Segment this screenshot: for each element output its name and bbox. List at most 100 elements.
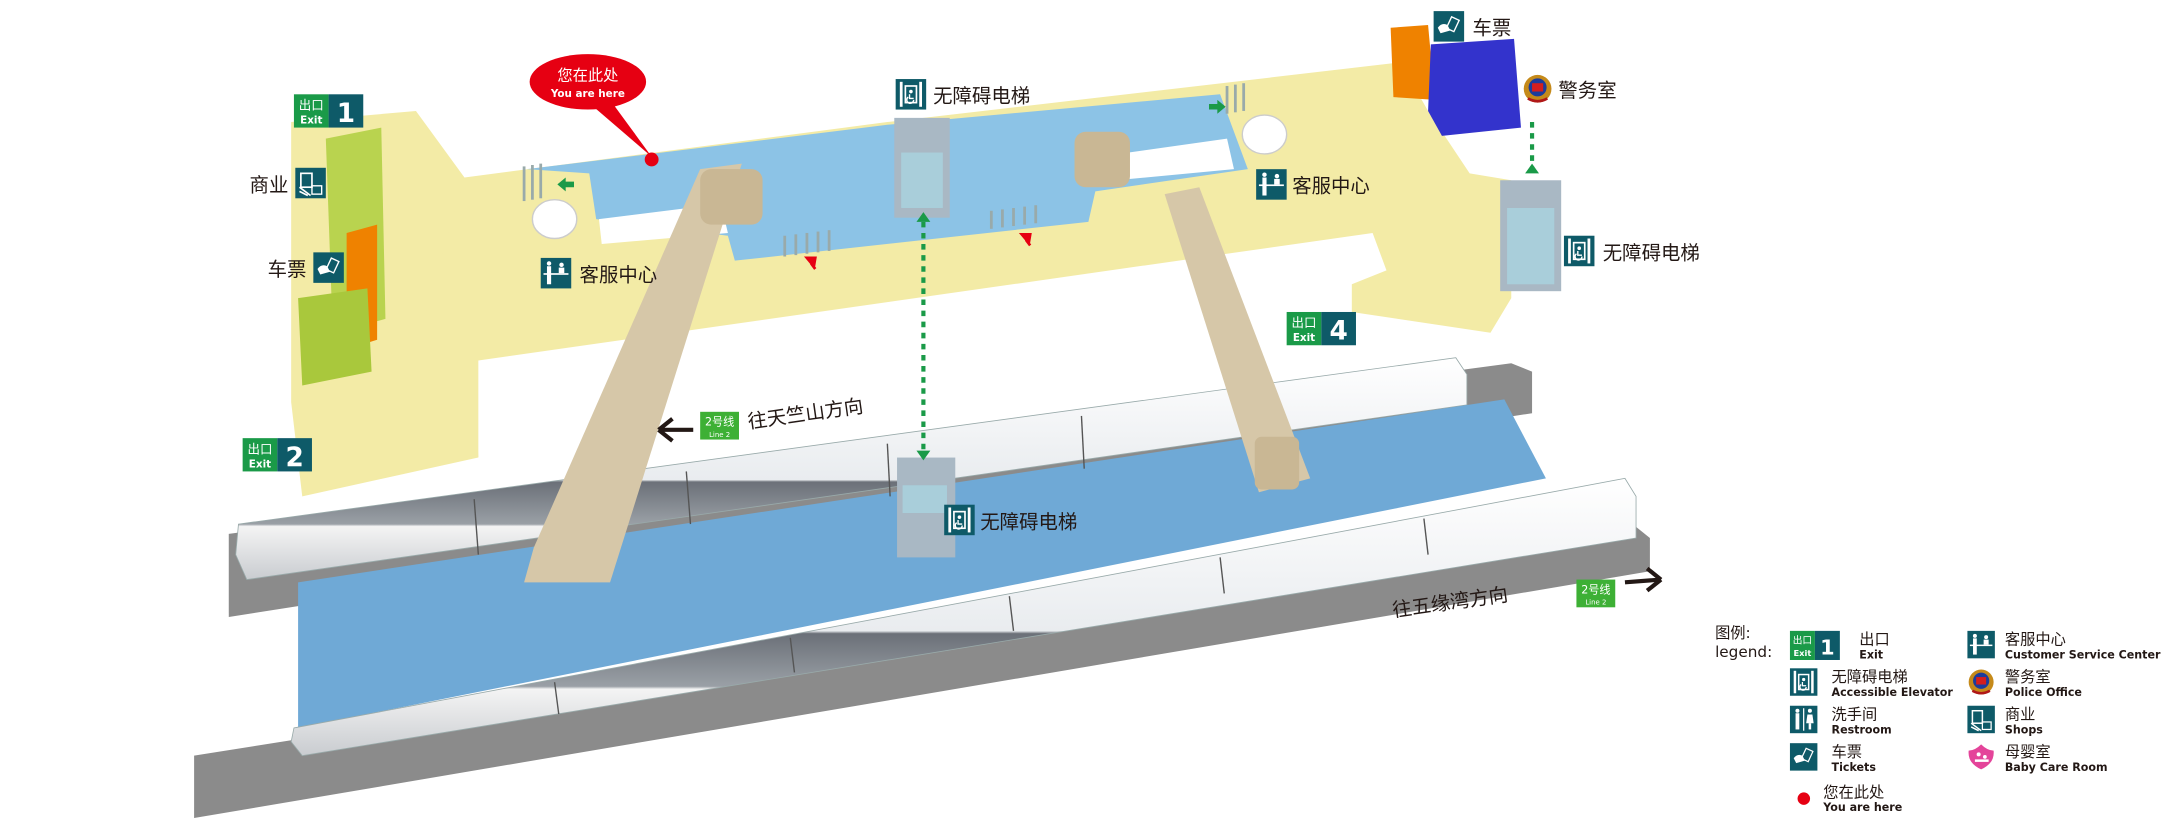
accessible-elevator-icon [894,78,928,111]
escalator-right [1164,187,1311,493]
legend-item-police: 警务室 Police Office [1967,668,2082,699]
svg-text:Customer Service Center: Customer Service Center [2005,649,2161,662]
tickets-label-right: 车票 [1472,17,1511,40]
elevator-top [894,117,950,218]
svg-text:1: 1 [1820,635,1834,659]
accessible-elevator-icon [943,503,976,537]
svg-text:Police Office: Police Office [2005,686,2082,699]
shops-label: 商业 [250,173,289,196]
exit-2-sign: 出口 Exit 2 [242,438,312,473]
svg-text:警务室: 警务室 [2005,668,2051,686]
legend-item-baby-care: 母婴室 Baby Care Room [1968,743,2108,774]
police-badge-icon [1967,668,1995,696]
svg-text:Accessible Elevator: Accessible Elevator [1832,686,1954,699]
svg-text:客服中心: 客服中心 [2005,631,2066,649]
train-lower [290,477,1637,757]
svg-text:出口: 出口 [247,441,272,456]
elevator-label-top: 无障碍电梯 [933,85,1030,108]
green-arrow-right-icon [1209,99,1226,114]
svg-text:Exit: Exit [249,458,271,470]
platform [298,399,1546,728]
accessible-elevator-icon [1563,234,1596,268]
you-are-here-dot [644,152,659,167]
direction-tianzhushan: 2号线 Line 2 往天竺山方向 [657,394,865,443]
svg-text:您在此处: 您在此处 [1823,783,1884,801]
tickets-block-right [1390,24,1436,100]
baby-care-icon [1968,744,1994,770]
escalator-right-head [1074,131,1130,188]
tickets-icon [1432,10,1465,43]
csc-label-right: 客服中心 [1292,175,1370,198]
shops-icon [1966,704,1996,734]
svg-text:车票: 车票 [1832,743,1863,761]
legend-item-tickets: 车票 Tickets [1789,742,1877,774]
green-arrow-left-icon [557,177,575,192]
lower-track-base [194,526,1650,819]
svg-text:2: 2 [285,443,303,473]
restroom-icon [1789,705,1818,734]
legend-item-restroom: 洗手间 Restroom [1789,705,1892,736]
svg-text:Exit: Exit [1293,332,1315,344]
tickets-icon [1789,742,1819,772]
legend-title-en: legend: [1715,643,1772,661]
legend-item-you-are-here: 您在此处 You are here [1797,783,1902,814]
legend-item-customer-service: 客服中心 Customer Service Center [1967,631,2161,662]
shops-icon [294,166,327,200]
police-block [1428,38,1521,136]
svg-text:2号线: 2号线 [1581,582,1610,596]
svg-text:出口: 出口 [1793,633,1812,646]
red-arrow-icon [803,256,817,270]
train-upper [235,357,1468,581]
red-arrow-icon [1018,232,1032,247]
svg-text:Baby Care Room: Baby Care Room [2005,761,2108,774]
svg-text:母婴室: 母婴室 [2005,743,2051,761]
exit-1-sign: 出口 Exit 1 [293,94,364,129]
direction-wuyuanwan: 往五缘湾方向 2号线 Line 2 [1391,566,1663,622]
csc-label-left: 客服中心 [580,263,658,286]
red-dot-icon [1797,792,1811,805]
tickets-label-left: 车票 [268,258,307,281]
service-desk-right [1241,114,1288,155]
tickets-icon [312,251,345,284]
svg-text:Exit: Exit [1859,649,1884,662]
line-2-badge [700,411,739,440]
direction-arrows [557,99,1226,270]
escalator-left [524,163,742,583]
line-2-badge [1576,579,1616,608]
svg-text:洗手间: 洗手间 [1832,706,1878,724]
svg-text:Restroom: Restroom [1832,723,1892,736]
svg-text:4: 4 [1329,317,1347,347]
accessible-elevator-icon [1789,667,1819,697]
svg-text:Exit: Exit [300,114,322,126]
svg-text:1: 1 [337,99,355,129]
you-are-here-en: You are here [550,88,625,100]
police-label: 警务室 [1558,79,1616,102]
svg-text:出口: 出口 [1859,631,1890,649]
svg-text:Tickets: Tickets [1832,761,1877,774]
arrow-left-icon [657,417,694,443]
escalator-right-foot [1254,436,1300,490]
svg-text:Exit: Exit [1794,648,1812,658]
customer-service-icon [540,257,572,289]
legend-item-elevator: 无障碍电梯 Accessible Elevator [1789,667,1954,699]
elevator-label-platform: 无障碍电梯 [980,510,1077,533]
legend-title-zh: 图例: [1715,624,1751,642]
exit-4-sign: 出口 Exit 4 [1286,311,1356,347]
svg-text:Line 2: Line 2 [709,431,730,439]
escalator-left-head [700,169,763,225]
you-are-here-zh: 您在此处 [557,66,618,84]
legend: 图例: legend: 出口 Exit 1 出口 Exit 无障碍电梯 Acce… [1715,624,2161,814]
police-badge-icon [1522,73,1553,105]
svg-text:2号线: 2号线 [705,415,734,429]
paid-area-void-right [1109,138,1234,181]
customer-service-icon [1967,630,1995,659]
svg-text:Line 2: Line 2 [1585,599,1606,607]
you-are-here-callout: 您在此处 You are here [529,54,659,167]
legend-item-shops: 商业 Shops [1966,704,2043,736]
svg-text:出口: 出口 [1292,315,1317,330]
legend-item-exit: 出口 Exit 1 出口 Exit [1789,631,1890,662]
svg-text:商业: 商业 [2005,706,2036,724]
svg-text:Shops: Shops [2005,723,2043,736]
svg-text:无障碍电梯: 无障碍电梯 [1832,668,1908,686]
